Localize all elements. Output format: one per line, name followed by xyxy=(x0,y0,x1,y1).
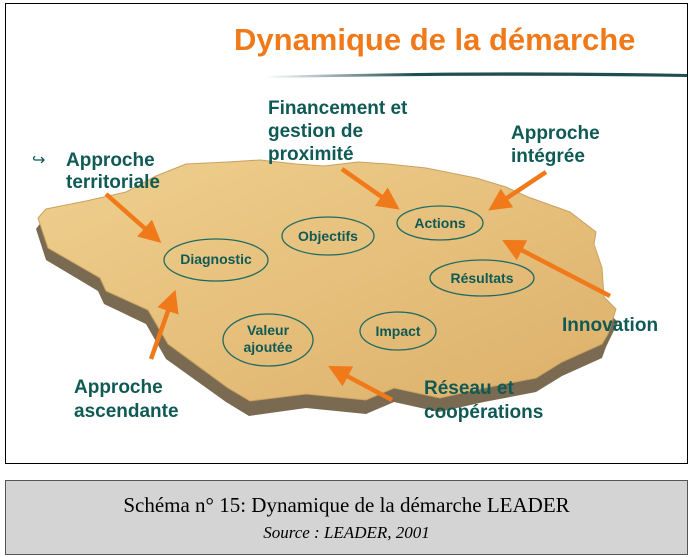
node-valeur-ajoutee: Valeur ajoutée xyxy=(243,322,293,355)
label-reseau: Réseau et coopérations xyxy=(424,378,544,423)
land-surface xyxy=(37,159,617,402)
arrow-financement xyxy=(340,167,400,210)
title-underline xyxy=(266,72,687,78)
node-impact: Impact xyxy=(375,323,421,339)
caption-source: Source : LEADER, 2001 xyxy=(263,523,430,542)
slide-title: Dynamique de la démarche xyxy=(234,22,636,57)
label-innovation: Innovation xyxy=(562,315,659,336)
node-objectifs: Objectifs xyxy=(298,228,358,244)
label-financement: Financement et gestion de proximité xyxy=(268,98,408,165)
curved-arrow-bullet-icon: ↪ xyxy=(32,152,46,169)
figure-caption: Schéma n° 15: Dynamique de la démarche L… xyxy=(5,480,688,555)
diagnostic-ellipse xyxy=(163,238,269,282)
arrow-ascendante xyxy=(148,289,179,360)
node-resultats: Résultats xyxy=(450,270,514,286)
node-diagnostic: Diagnostic xyxy=(180,251,252,267)
arrow-reseau xyxy=(328,365,394,402)
label-approche-integree: Approche intégrée xyxy=(511,123,600,167)
diagram-slide: Dynamique de la démarche ↪ Approche terr… xyxy=(5,3,688,464)
impact-ellipse xyxy=(359,311,437,351)
arrow-integree xyxy=(488,170,548,211)
arrow-territoriale xyxy=(104,192,162,243)
arrow-innovation xyxy=(502,239,612,298)
valeur-ellipse xyxy=(222,313,314,367)
actions-ellipse xyxy=(396,205,484,241)
objectifs-ellipse xyxy=(281,216,375,256)
label-approche-territoriale: Approche territoriale xyxy=(66,150,160,193)
diagram-graphics xyxy=(36,72,687,416)
resultats-ellipse xyxy=(429,259,535,297)
node-actions: Actions xyxy=(414,215,466,231)
caption-title: Schéma n° 15: Dynamique de la démarche L… xyxy=(123,493,570,517)
label-approche-ascendante: Approche ascendante xyxy=(74,377,179,422)
